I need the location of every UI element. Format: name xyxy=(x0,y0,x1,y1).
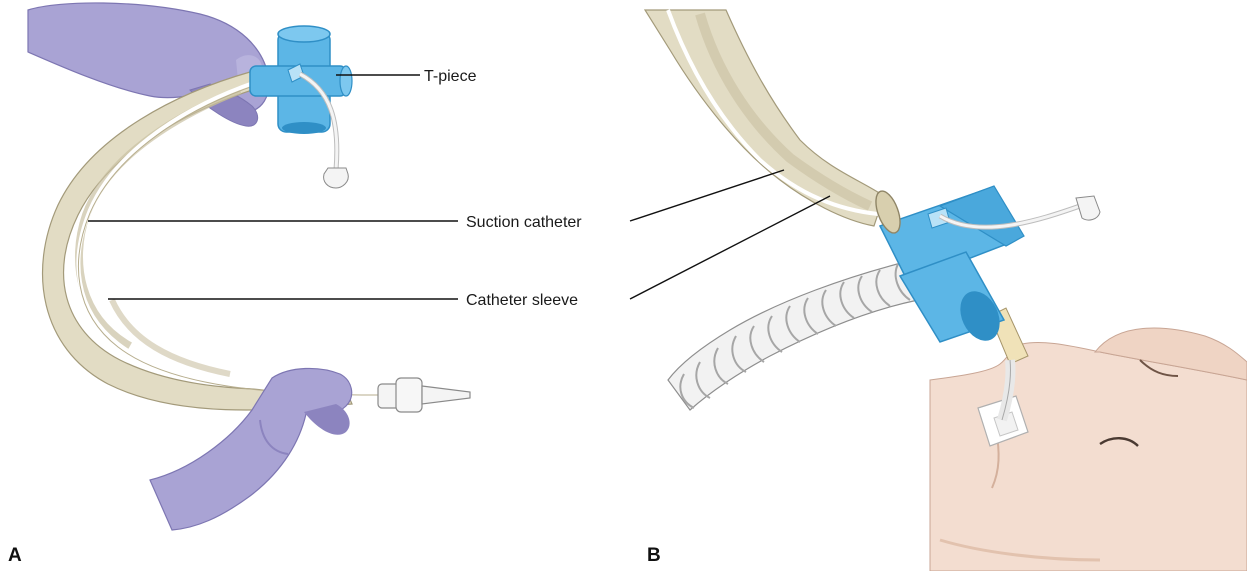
suction-catheter-label: Suction catheter xyxy=(466,214,582,231)
patient-face xyxy=(930,328,1247,571)
panel-label-b: B xyxy=(647,545,661,566)
catheter-sleeve-label: Catheter sleeve xyxy=(466,292,578,309)
panel-label-a: A xyxy=(8,545,22,566)
ventilator-tubing xyxy=(668,262,918,410)
panel-b-illustration xyxy=(630,10,1247,571)
t-piece-a xyxy=(250,26,352,134)
catheter-connector-a xyxy=(378,378,470,412)
catheter-sleeve-b xyxy=(645,10,884,226)
t-piece-label: T-piece xyxy=(424,68,477,85)
suction-catheter-leader-b xyxy=(630,170,784,221)
upper-glove-hand xyxy=(28,3,269,126)
panel-a-illustration xyxy=(28,3,470,530)
